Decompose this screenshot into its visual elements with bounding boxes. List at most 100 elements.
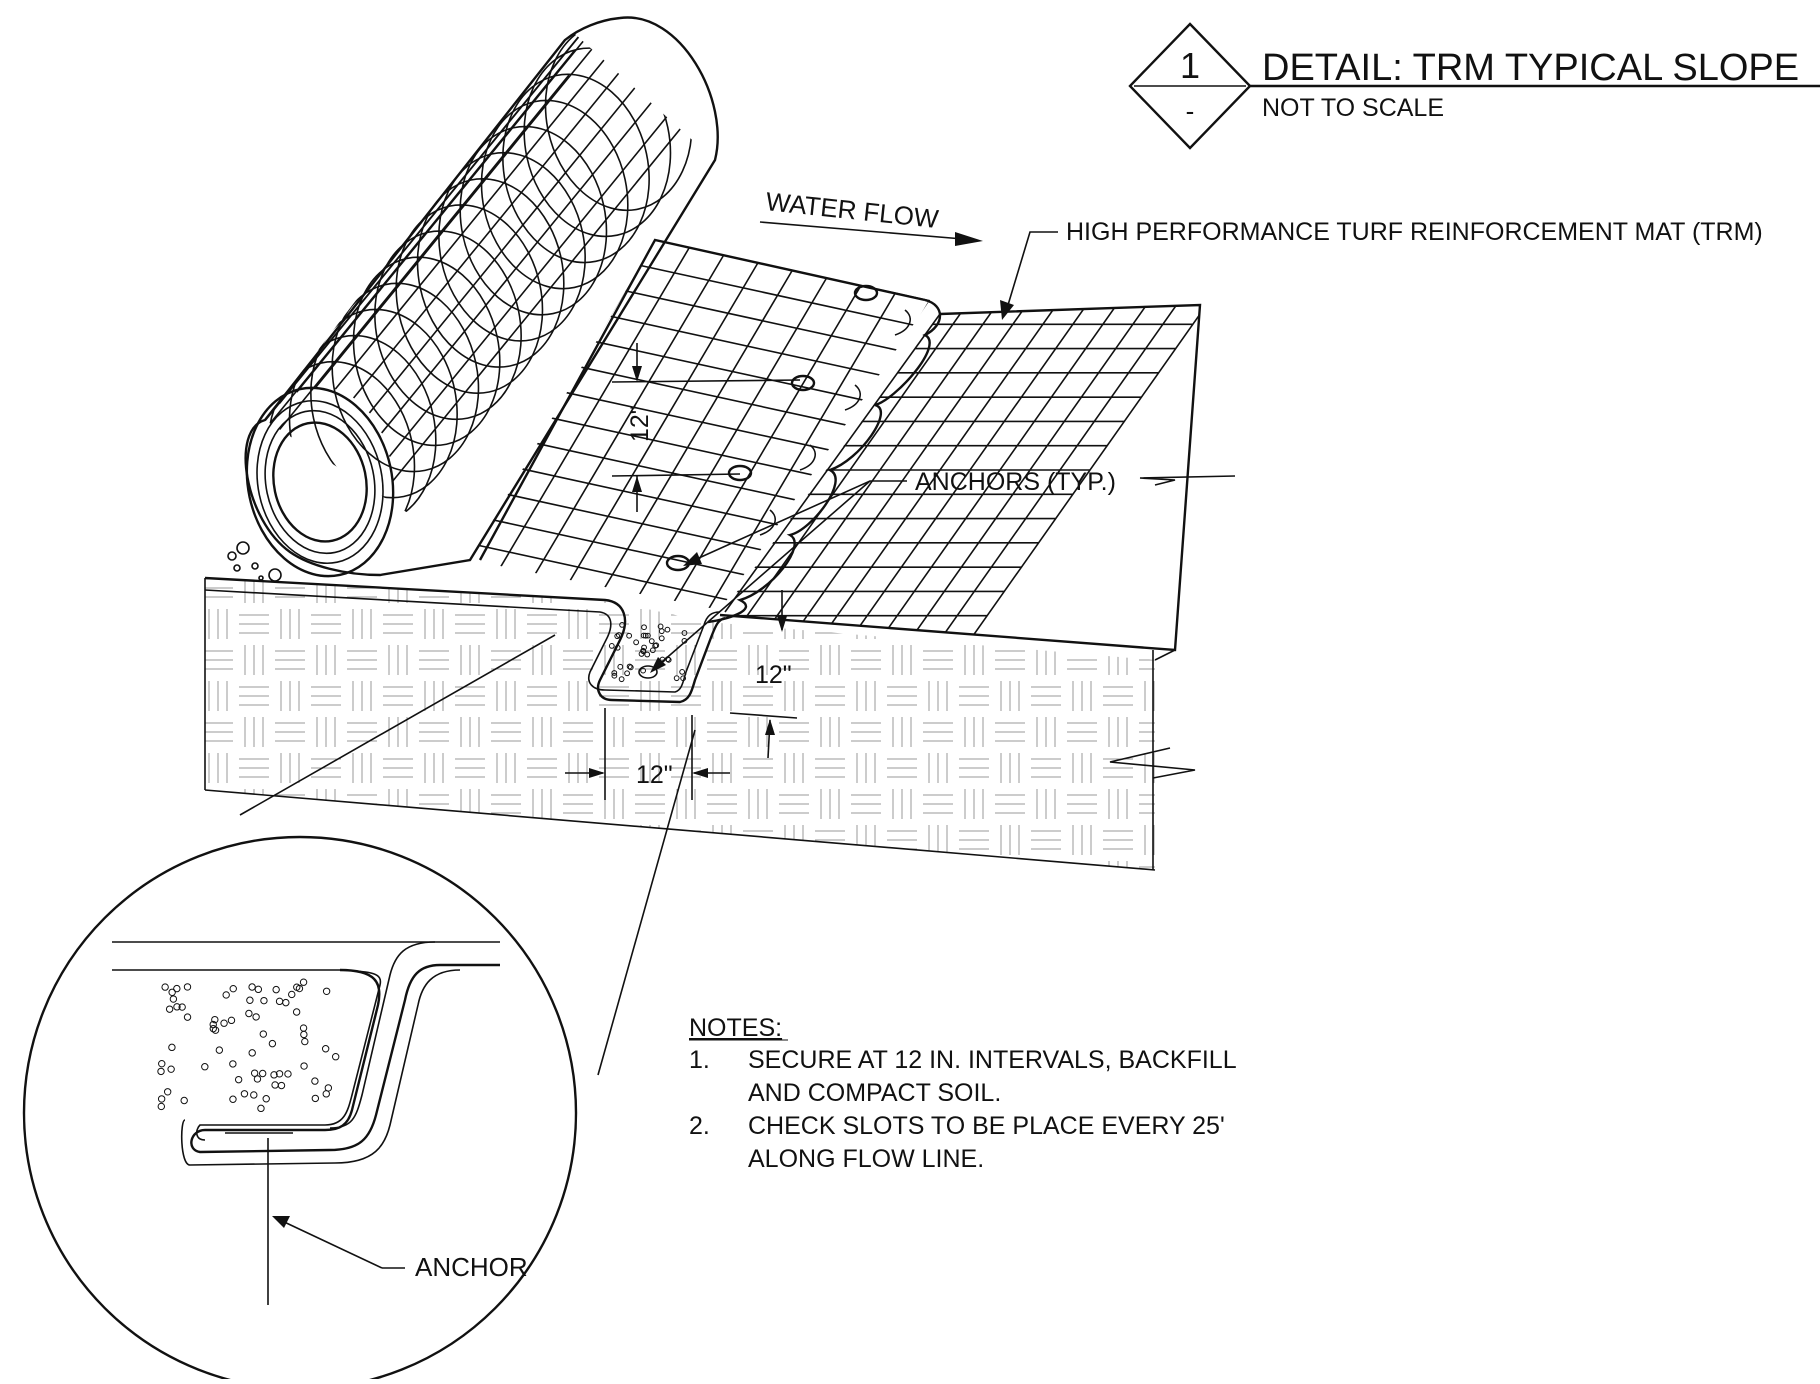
stipple-dot <box>617 663 624 670</box>
stipple-dot <box>633 639 640 646</box>
width-dimension: 12" <box>636 761 673 789</box>
mat-grid-line <box>504 493 781 555</box>
trm-label: HIGH PERFORMANCE TURF REINFORCEMENT MAT … <box>1066 218 1763 246</box>
stipple-dot <box>211 1015 219 1024</box>
roll-grid-line <box>296 25 618 393</box>
stipple-dot <box>619 622 625 628</box>
stipple-dot <box>301 1037 309 1046</box>
roll-grid-ring <box>310 308 458 499</box>
roll-grid-ring <box>395 204 544 394</box>
roll-grid-line <box>278 25 600 405</box>
roll-grid-line <box>388 64 710 458</box>
roll-grid-ring <box>374 230 522 421</box>
stipple-dot <box>284 1070 292 1078</box>
roll-grid-ring <box>331 282 480 473</box>
slot-anchor-marker <box>638 665 658 679</box>
stipple-dot <box>222 991 230 999</box>
stipple-dot <box>658 628 665 635</box>
stipple-dot <box>201 1063 209 1071</box>
stipple-dot <box>169 995 178 1003</box>
title-block: 1 - DETAIL: TRM TYPICAL SLOPE NOT TO SCA… <box>1128 22 1820 150</box>
stipple-dot <box>626 663 633 670</box>
stipple-dot <box>254 985 263 994</box>
detail-slot-outer <box>190 963 500 1154</box>
depth-dimension: 12" <box>755 661 792 689</box>
stipple-dot <box>220 1019 228 1027</box>
anchor-marker-3 <box>727 464 753 482</box>
stipple-dot <box>167 1065 175 1073</box>
detail-leader-right <box>597 729 696 1076</box>
roll-grid-ring <box>480 99 629 290</box>
stipple-dot <box>292 1008 301 1016</box>
soil-break-line <box>1109 747 1196 779</box>
stipple-dot <box>618 676 625 683</box>
roll-grid-line <box>391 89 713 483</box>
stipple-dot <box>649 647 656 654</box>
detail-backfill-stipple <box>157 978 340 1113</box>
mat-grid-line <box>631 277 828 608</box>
fold-3 <box>799 444 816 471</box>
anchor-leader <box>279 1219 383 1269</box>
pebble <box>227 551 237 561</box>
stipple-dot <box>324 1084 333 1092</box>
mat-grid-line <box>528 254 725 586</box>
depth-ext-line <box>729 712 798 719</box>
water-flow-label: WATER FLOW <box>764 186 940 234</box>
stipple-dot <box>258 1069 267 1078</box>
mat-corner <box>1154 649 1176 661</box>
stipple-dot <box>252 1013 260 1021</box>
stipple-dot <box>640 647 646 654</box>
mat-grid-line <box>474 543 751 606</box>
roll-end-ring-outer <box>245 386 395 578</box>
mat-grid-line <box>534 442 811 504</box>
stipple-dot <box>215 1046 224 1054</box>
stipple-dot <box>168 1043 176 1052</box>
anchors-leader-arrowhead-2 <box>650 657 666 673</box>
stipple-dot <box>227 1016 236 1025</box>
anchor-marker-4 <box>665 554 691 572</box>
stipple-dot <box>300 1030 308 1039</box>
trm-leader-arrowhead <box>1000 300 1014 320</box>
stipple-dot <box>638 651 645 657</box>
note-2-line-2: ALONG FLOW LINE. <box>748 1145 984 1173</box>
detail-slot-inner <box>195 941 436 1141</box>
stipple-dot <box>615 632 622 638</box>
roll-grid-line <box>352 25 675 399</box>
stipple-dot <box>183 1013 192 1021</box>
roll-grid <box>265 25 713 551</box>
slot-profile-outer <box>204 576 726 704</box>
roll-grid-line <box>368 25 691 414</box>
mat-grid-line <box>562 262 759 593</box>
mat-grid-line <box>699 292 897 610</box>
roll-end-ring-2 <box>256 399 384 565</box>
mat-grid-line <box>654 240 930 301</box>
stipple-dot <box>608 643 615 649</box>
stipple-dot <box>259 1030 268 1038</box>
stipple-dot <box>648 638 655 645</box>
stipple-dot <box>163 1088 172 1096</box>
stipple-dot <box>262 1095 270 1103</box>
trm-roll <box>227 16 719 582</box>
roll-grid-ring <box>544 25 693 212</box>
mat-grid-line <box>624 289 901 352</box>
stipple-dot <box>250 1069 259 1077</box>
mat-grid-line <box>549 416 826 479</box>
stipple-dot <box>271 1081 279 1089</box>
fold-2 <box>844 384 861 411</box>
stipple-dot <box>253 1075 262 1083</box>
note-1-number: 1. <box>689 1046 710 1074</box>
depth-arrow-bottom <box>765 719 775 735</box>
stipple-dot <box>614 644 621 651</box>
note-1-line-2: AND COMPACT SOIL. <box>748 1079 1001 1107</box>
stipple-dot <box>158 1059 166 1068</box>
anchors-leader-2 <box>654 480 871 669</box>
anchor-marker-2 <box>790 374 816 392</box>
stipple-dot <box>161 983 169 991</box>
stipple-dot <box>229 1060 237 1068</box>
stipple-dot <box>681 630 688 636</box>
stipple-dot <box>626 632 633 639</box>
stipple-dot <box>282 998 290 1007</box>
water-flow-arrow-shaft <box>759 221 976 241</box>
stipple-dot <box>611 672 618 679</box>
